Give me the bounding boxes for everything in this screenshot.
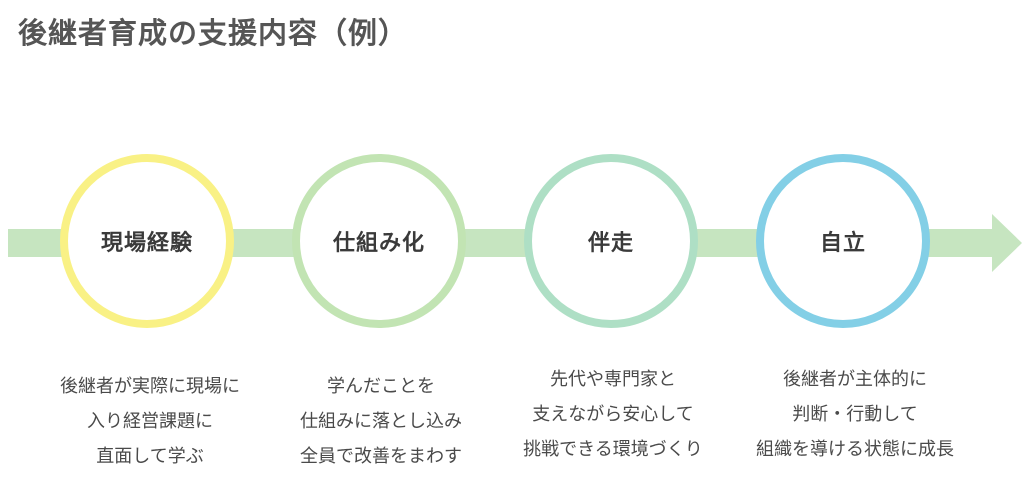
step-label: 伴走: [587, 231, 634, 256]
step-label: 仕組み化: [332, 231, 425, 256]
step-label: 自立: [819, 231, 866, 256]
description-line: 判断・行動して: [792, 404, 918, 425]
step-label: 現場経験: [100, 231, 193, 256]
description-line: 直面して学ぶ: [96, 446, 204, 467]
flow-arrow-shape: [8, 214, 1022, 272]
description-line: 学んだことを: [327, 376, 435, 397]
description-line: 後継者が実際に現場に: [60, 376, 240, 397]
step-description-genba-keiken: 後継者が実際に現場に 入り経営課題に 直面して学ぶ: [30, 369, 270, 474]
description-line: 入り経営課題に: [87, 411, 213, 432]
description-line: 先代や専門家と: [550, 369, 676, 390]
description-line: 組織を導ける状態に成長: [756, 439, 954, 460]
step-description-bansou: 先代や専門家と 支えながら安心して 挑戦できる環境づくり: [493, 362, 733, 467]
step-circle-jiritsu: 自立: [756, 154, 930, 328]
step-description-shikumika: 学んだことを 仕組みに落とし込み 全員で改善をまわす: [261, 369, 501, 474]
description-line: 挑戦できる環境づくり: [523, 439, 703, 460]
description-line: 支えながら安心して: [532, 404, 694, 425]
description-line: 仕組みに落とし込み: [300, 411, 462, 432]
description-line: 後継者が主体的に: [783, 369, 927, 390]
step-circle-shikumika: 仕組み化: [292, 154, 466, 328]
page-title: 後継者育成の支援内容（例）: [18, 16, 409, 50]
step-circle-genba-keiken: 現場経験: [60, 154, 234, 328]
step-description-jiritsu: 後継者が主体的に 判断・行動して 組織を導ける状態に成長: [735, 362, 975, 467]
description-line: 全員で改善をまわす: [300, 446, 462, 467]
step-circle-bansou: 伴走: [524, 154, 698, 328]
